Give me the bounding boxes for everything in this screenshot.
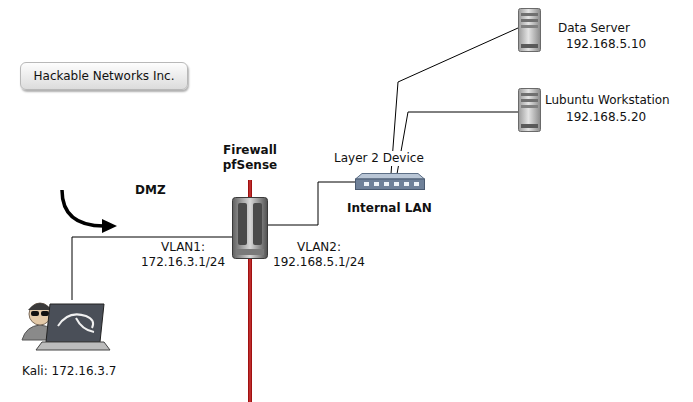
server-bay [521, 93, 538, 96]
box-text: Hackable Networks Inc. [34, 69, 175, 84]
switch-port [404, 182, 409, 186]
network-link [268, 182, 355, 225]
server-base [521, 44, 538, 48]
sw-node: Layer 2 Device [355, 173, 425, 190]
switch-port [414, 182, 419, 186]
server-bay [521, 19, 538, 22]
person-glasses [41, 311, 49, 316]
kali-node: Kali: 172.16.3.7 [20, 296, 112, 360]
label-text: Data Server [558, 21, 630, 36]
region-label: VLAN2: 192.168.5.1/24 [267, 240, 371, 270]
label-text: 192.168.5.10 [566, 37, 646, 52]
server-body [519, 9, 541, 52]
region-label: VLAN1: 172.16.3.1/24 [135, 240, 231, 270]
label-text: Kali: 172.16.3.7 [22, 364, 116, 379]
curved-arrow-head [102, 219, 117, 233]
firewall-slot [253, 203, 262, 245]
link-line [72, 237, 232, 300]
server-icon [518, 8, 541, 52]
firewall-icon [232, 197, 268, 259]
laptop-logo [58, 314, 94, 332]
laptop-base [36, 342, 110, 350]
title-button-box: Hackable Networks Inc. [20, 62, 188, 90]
server-base [521, 124, 538, 128]
person-hat [28, 303, 52, 310]
laptop-screen [46, 304, 104, 342]
label-text: 192.168.5.20 [566, 110, 646, 125]
firewall-base [236, 249, 264, 255]
switch-port [374, 182, 379, 186]
firewall-body [233, 198, 268, 259]
firewall-slot [238, 203, 247, 245]
switch-top [356, 174, 425, 180]
switch-port [364, 182, 369, 186]
label-text: Layer 2 Device [333, 151, 425, 166]
person-glasses [31, 311, 39, 316]
switch-front [356, 179, 425, 190]
switch-icon [355, 173, 425, 190]
network-link [72, 237, 232, 300]
server-bay [521, 25, 538, 28]
region-label: Internal LAN [347, 201, 432, 216]
label-text: Lubuntu Workstation [545, 93, 670, 108]
attacker-laptop-icon [20, 296, 112, 360]
server-bay [521, 13, 538, 16]
server-bay [521, 99, 538, 102]
switch-port [384, 182, 389, 186]
region-label: DMZ [135, 183, 166, 198]
label-text: Firewall pfSense [216, 143, 284, 173]
server-node: Data Server192.168.5.10 [518, 8, 541, 52]
link-line [268, 182, 355, 225]
server-node: Lubuntu Workstation192.168.5.20 [518, 88, 541, 132]
fw-node: Firewall pfSense [232, 197, 268, 259]
server-bay [521, 105, 538, 108]
server-icon [518, 88, 541, 132]
switch-port [394, 182, 399, 186]
server-body [519, 89, 541, 132]
curved-arrow [62, 190, 104, 226]
